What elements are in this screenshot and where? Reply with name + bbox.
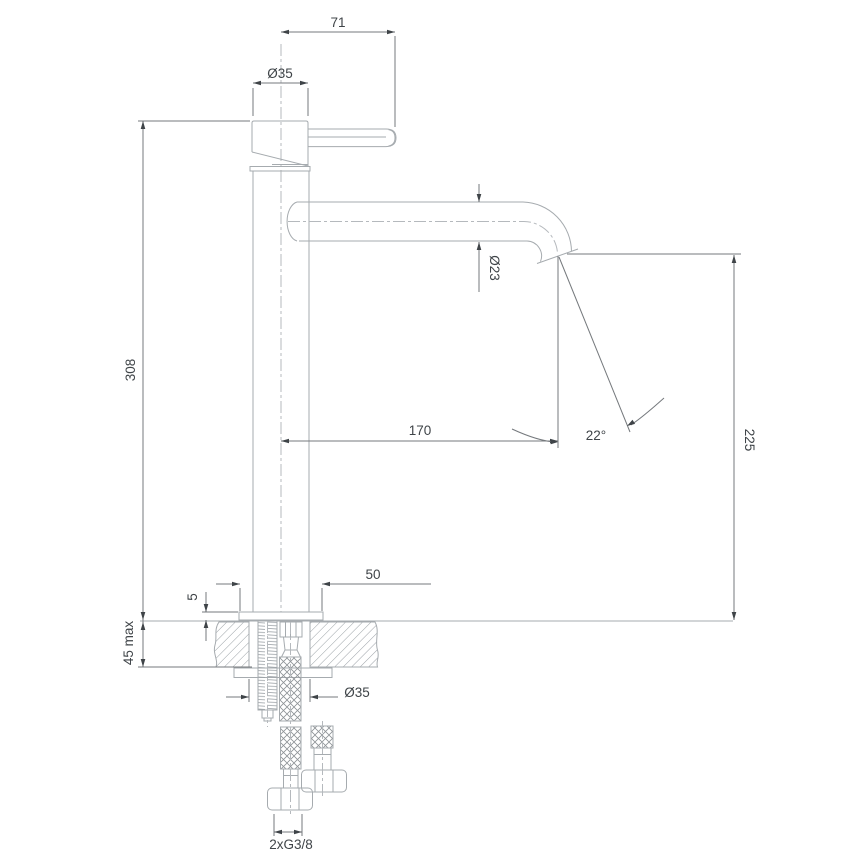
dim-total-height: 308	[123, 120, 250, 620]
head-collar	[249, 166, 311, 172]
spout-left-cap	[286, 201, 298, 242]
faucet-geometry	[140, 44, 733, 814]
dim-hose-connections: 2xG3/8	[269, 814, 313, 852]
dim-deck-thickness: 45 max	[121, 620, 252, 668]
dim-base-width-label: 50	[365, 567, 380, 582]
dim-handle-length-label: 71	[330, 15, 345, 30]
dim-base-thickness-label: 5	[185, 593, 200, 601]
dim-base-thickness: 5	[185, 592, 238, 641]
counter-section-left	[213, 621, 250, 668]
spout-centerline	[288, 221, 558, 254]
dim-mounting-hole-label: Ø35	[344, 685, 370, 700]
dim-outlet-height: 225	[567, 253, 757, 620]
dim-base-width: 50	[216, 567, 431, 611]
dim-deck-thickness-label: 45 max	[121, 621, 136, 666]
dim-total-height-label: 308	[123, 359, 138, 382]
dim-hose-connections-label: 2xG3/8	[269, 837, 313, 852]
supply-hose-center	[267, 621, 313, 814]
faucet-body-column	[252, 171, 310, 612]
dim-spout-diameter: Ø23	[476, 184, 502, 292]
dim-spout-diameter-label: Ø23	[487, 255, 502, 281]
spout	[286, 201, 579, 264]
dim-body-diameter-label: Ø35	[267, 66, 293, 81]
counter-section-right	[309, 621, 379, 668]
dim-spout-reach-label: 170	[409, 423, 432, 438]
dim-body-diameter: Ø35	[252, 66, 309, 116]
dim-mounting-hole: Ø35	[226, 679, 370, 702]
dim-outlet-height-label: 225	[742, 429, 757, 452]
lever-handle	[308, 128, 397, 148]
dim-handle-length: 71	[281, 15, 396, 127]
dim-stream-angle-label: 22°	[586, 428, 606, 443]
dimension-annotations: 71 Ø35 Ø23 308 170	[121, 15, 757, 852]
threaded-rod	[257, 620, 278, 727]
supply-hose-right	[301, 721, 347, 797]
faucet-head	[251, 120, 309, 167]
dim-stream-angle: 22°	[511, 256, 665, 448]
base-plate	[238, 611, 324, 621]
dim-spout-reach: 170	[281, 423, 558, 444]
